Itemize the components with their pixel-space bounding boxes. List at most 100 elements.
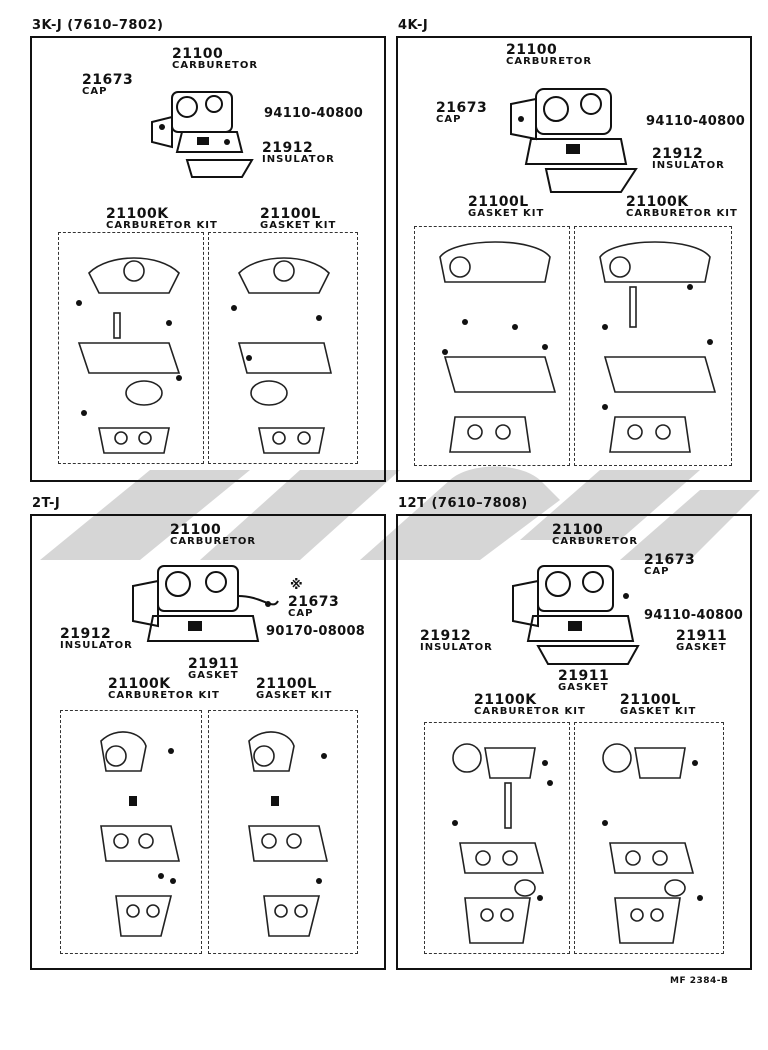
note-mark: ※: [290, 578, 303, 592]
part-name: INSULATOR: [60, 640, 133, 651]
part-number: 21912: [420, 628, 472, 644]
gasket-kit-box: [208, 232, 358, 464]
carburetor-drawing: [512, 565, 640, 665]
insulator-label: 21912 INSULATOR: [60, 626, 133, 652]
carburetor-kit-parts-drawing: [76, 257, 182, 454]
part-number: 21100: [552, 522, 604, 538]
part-name: CARBURETOR: [506, 56, 593, 67]
carburetor-kit-box: [60, 710, 202, 954]
part-name: CAP: [288, 608, 314, 619]
carburetor-label: 21100 CARBURETOR: [170, 522, 256, 548]
carburetor-label: 21100 CARBURETOR: [172, 46, 258, 72]
part-number: 21912: [652, 146, 704, 162]
part-name: CARBURETOR KIT: [474, 706, 586, 717]
part-number: 21673: [436, 100, 488, 116]
panel-3kj: 21100 CARBURETOR 21673 CAP 94110-40800 2…: [30, 36, 386, 482]
carburetor-label: 21100 CARBURETOR: [506, 42, 593, 68]
part-name: CARBURETOR KIT: [106, 220, 218, 231]
part-name: GASKET: [558, 682, 609, 693]
bolt-label: 94110-40800: [644, 608, 743, 622]
carburetor-kit-box: [574, 226, 732, 466]
part-name: GASKET: [676, 642, 727, 653]
part-name: INSULATOR: [262, 154, 335, 165]
kit-l-label: 21100L GASKET KIT: [256, 676, 333, 702]
part-number: 21673: [82, 72, 134, 88]
figure-code: MF 2384-B: [670, 976, 729, 986]
kit-k-label: 21100K CARBURETOR KIT: [106, 206, 218, 232]
part-name: GASKET KIT: [620, 706, 697, 717]
part-number: 21100K: [108, 676, 171, 692]
part-number: 90170-08008: [266, 624, 366, 639]
part-name: CARBURETOR KIT: [626, 208, 738, 219]
carburetor-drawing: [132, 565, 279, 642]
kit-l-label: 21100L GASKET KIT: [468, 194, 545, 220]
part-number: 94110-40800: [264, 106, 364, 121]
part-number: 21100L: [260, 206, 321, 222]
carburetor-drawing: [151, 91, 254, 178]
part-name: CARBURETOR KIT: [108, 690, 220, 701]
gasket-label: 21911 GASKET: [188, 656, 240, 682]
part-number: 21100: [172, 46, 224, 62]
part-name: CAP: [644, 566, 670, 577]
carburetor-kit-box: [58, 232, 204, 464]
section-title-3kj: 3K-J (7610–7802): [32, 18, 164, 33]
part-number: 21100: [170, 522, 222, 538]
part-name: CAP: [82, 86, 108, 97]
gasket-kit-box: [574, 722, 724, 954]
part-name: GASKET: [188, 670, 239, 681]
part-name: GASKET KIT: [256, 690, 333, 701]
cap-label: 21673 CAP: [436, 100, 488, 126]
panel-12t: 21100 CARBURETOR 21673 CAP 94110-40800 2…: [396, 514, 752, 970]
carburetor-kit-parts-drawing: [599, 241, 717, 453]
part-name: INSULATOR: [652, 160, 725, 171]
section-title-12t: 12T (7610–7808): [398, 496, 528, 511]
carburetor-kit-parts-drawing: [452, 743, 553, 944]
screw-label: 90170-08008: [266, 624, 365, 638]
part-number: 21912: [262, 140, 314, 156]
part-number: 94110-40800: [644, 608, 744, 623]
part-number: 21100K: [626, 194, 689, 210]
part-name: CARBURETOR: [552, 536, 639, 547]
gasket-label: 21911 GASKET: [558, 668, 610, 694]
part-number: 21100L: [468, 194, 529, 210]
part-number: 21673: [644, 552, 696, 568]
part-number: 21912: [60, 626, 112, 642]
panel-4kj: 21100 CARBURETOR 21673 CAP 94110-40800 2…: [396, 36, 752, 482]
part-number: 21100K: [474, 692, 537, 708]
part-name: CAP: [436, 114, 462, 125]
gasket-kit-box: [208, 710, 358, 954]
note-symbol: ※: [290, 578, 303, 593]
carburetor-kit-parts-drawing: [100, 731, 181, 937]
part-number: 21911: [558, 668, 610, 684]
kit-l-label: 21100L GASKET KIT: [620, 693, 697, 718]
gasket-kit-box: [414, 226, 570, 466]
part-name: GASKET KIT: [468, 208, 545, 219]
kit-l-label: 21100L GASKET KIT: [260, 206, 337, 232]
kit-k-label: 21100K CARBURETOR KIT: [626, 194, 738, 220]
part-number: 21911: [676, 628, 728, 644]
part-name: INSULATOR: [420, 642, 493, 653]
gasket-kit-parts-drawing: [439, 241, 557, 453]
bolt-label: 94110-40800: [264, 106, 363, 120]
part-number: 21100K: [106, 206, 169, 222]
part-number: 21100L: [256, 676, 317, 692]
part-number: 21100: [506, 42, 558, 58]
gasket-right-label: 21911 GASKET: [676, 628, 728, 654]
cap-label: 21673 CAP: [82, 72, 134, 98]
kit-k-label: 21100K CARBURETOR KIT: [108, 676, 220, 702]
carburetor-kit-box: [424, 722, 570, 954]
insulator-label: 21912 INSULATOR: [262, 140, 335, 166]
carburetor-drawing: [510, 88, 638, 193]
part-number: 21911: [188, 656, 240, 672]
section-title-4kj: 4K-J: [398, 18, 429, 33]
insulator-label: 21912 INSULATOR: [652, 146, 725, 172]
gasket-kit-parts-drawing: [602, 743, 703, 944]
insulator-label: 21912 INSULATOR: [420, 628, 493, 654]
carburetor-label: 21100 CARBURETOR: [552, 522, 639, 548]
cap-label: 21673 CAP: [288, 595, 339, 620]
panel-2tj: 21100 CARBURETOR ※ 21673 CAP 90170-08008…: [30, 514, 386, 970]
part-number: 94110-40800: [646, 114, 746, 129]
kit-k-label: 21100K CARBURETOR KIT: [474, 692, 586, 718]
part-name: GASKET KIT: [260, 220, 337, 231]
section-title-2tj: 2T-J: [32, 496, 61, 511]
